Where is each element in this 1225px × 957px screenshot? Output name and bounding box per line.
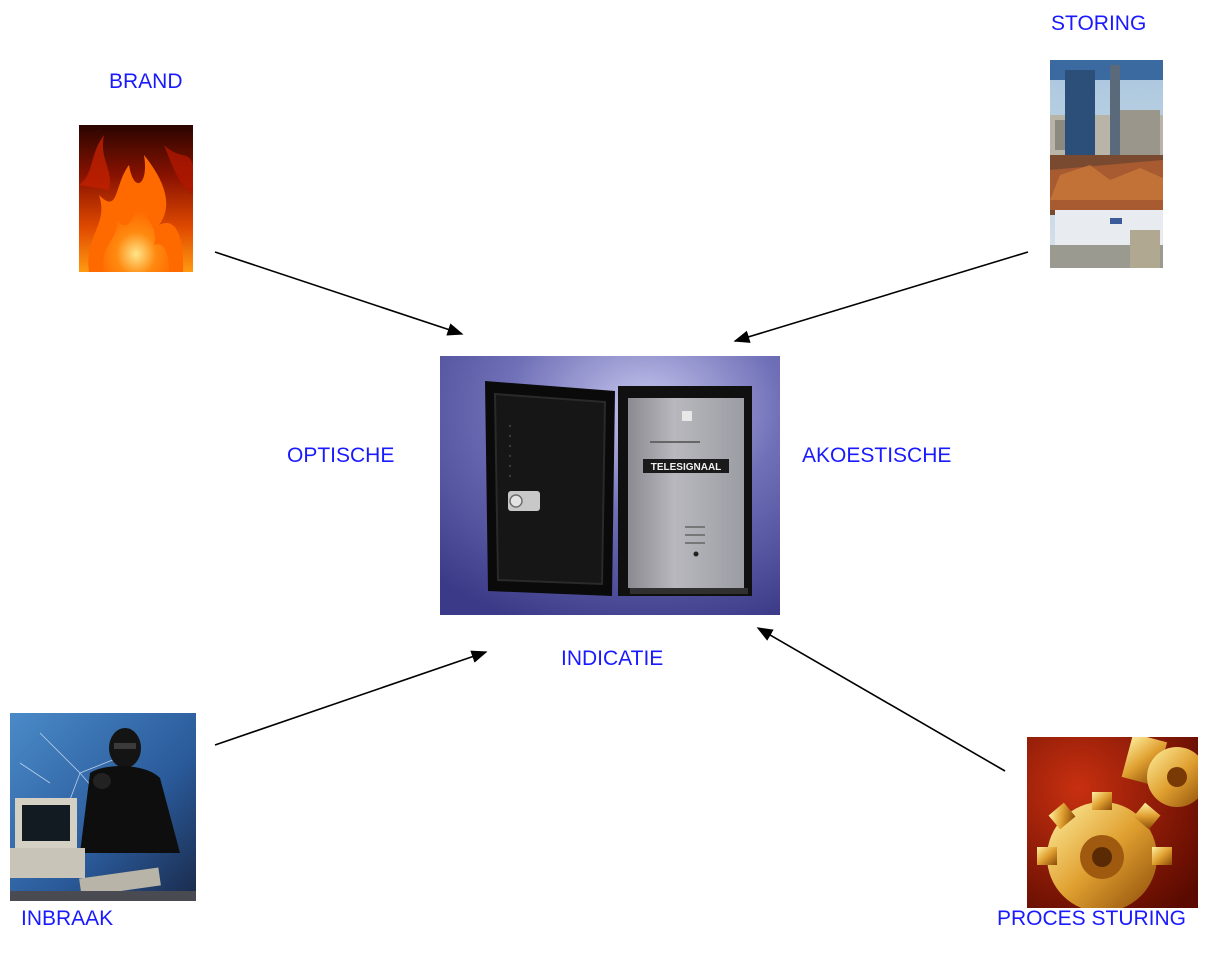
optische-label: OPTISCHE	[287, 444, 395, 467]
inbraak-label: INBRAAK	[21, 907, 114, 930]
arrow-storing-to-center	[733, 251, 1029, 343]
telesignaal-cabinet-photo: TELESIGNAAL	[440, 356, 780, 615]
burglar-computer-photo	[10, 713, 196, 901]
arrow-inbraak-to-center	[214, 650, 488, 746]
proces-sturing-label: PROCES STURING	[997, 907, 1187, 930]
storing-label: STORING	[1051, 12, 1147, 35]
arrow-brand-to-center	[214, 251, 464, 336]
device-brand-text: TELESIGNAAL	[651, 462, 722, 473]
fire-photo	[79, 125, 193, 272]
brand-label: BRAND	[109, 70, 183, 93]
indicatie-label: INDICATIE	[561, 647, 664, 670]
arrow-proces-sturing-to-center	[756, 627, 1006, 772]
akoestische-label: AKOESTISCHE	[802, 444, 952, 467]
golden-gears-photo	[1027, 737, 1198, 908]
industrial-crane-photo	[1050, 60, 1163, 268]
